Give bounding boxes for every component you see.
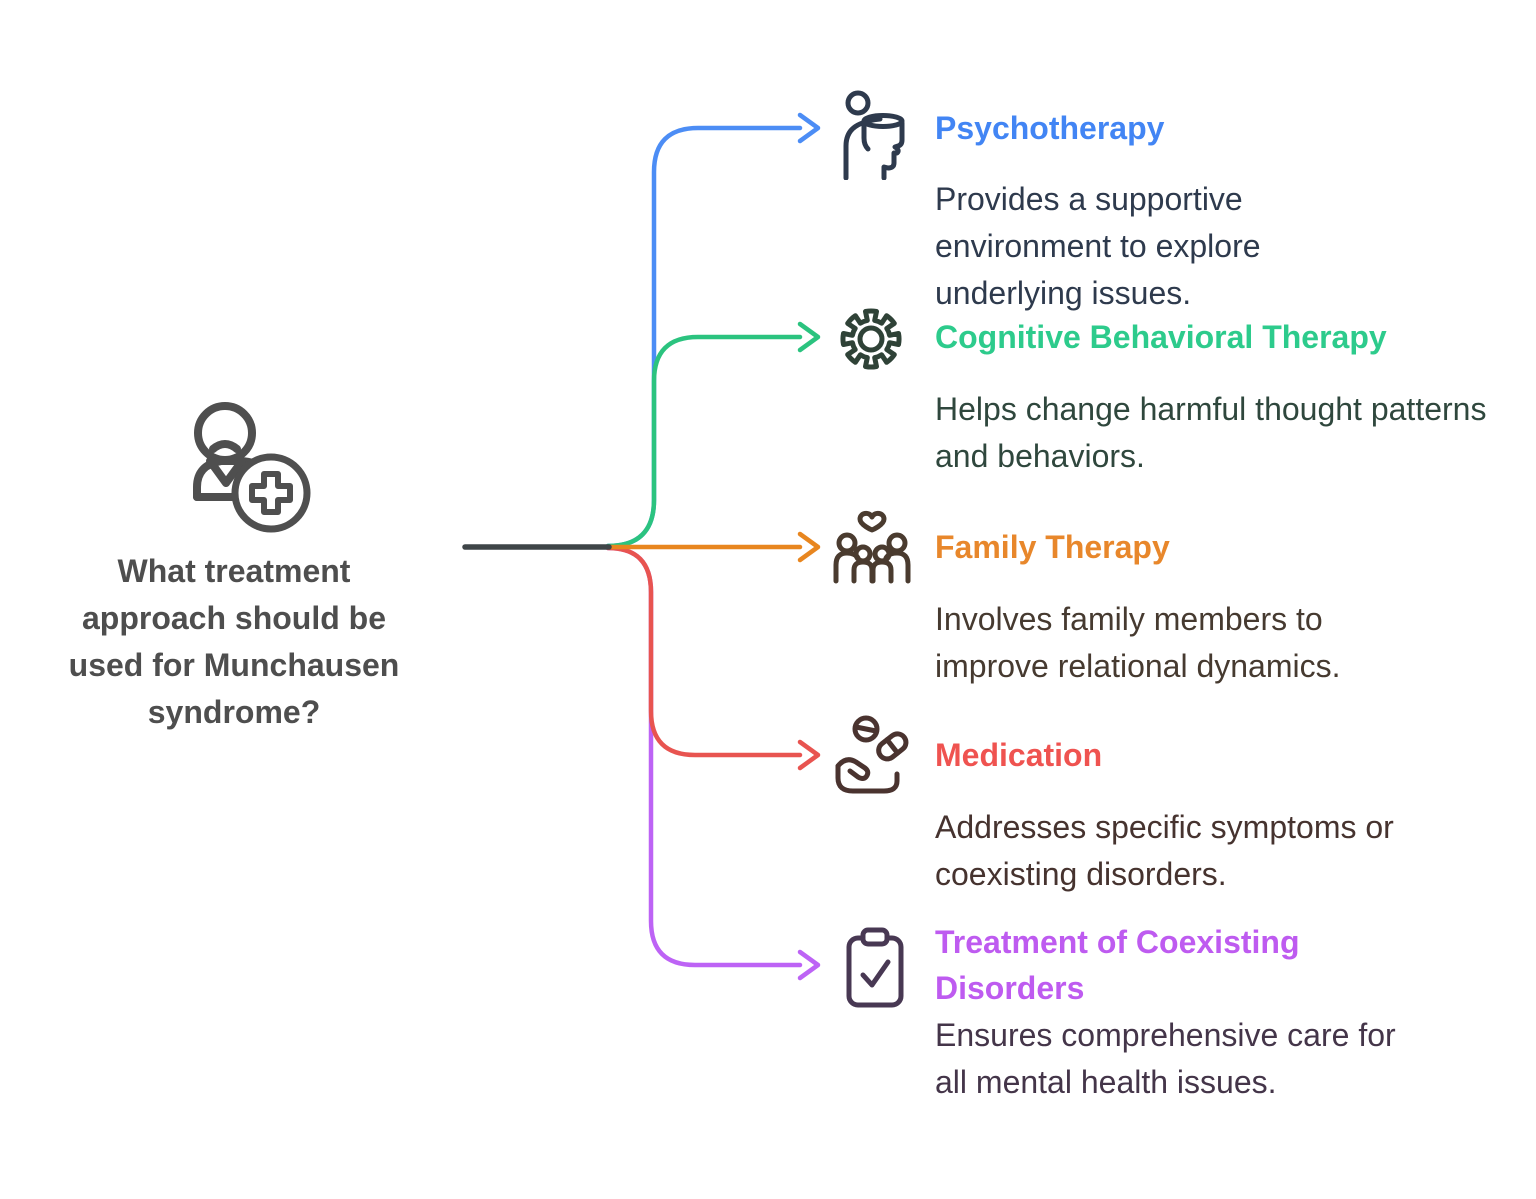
root-question: What treatment approach should be used f… <box>68 553 400 730</box>
family-icon <box>832 506 912 586</box>
branch-line-family-therapy <box>605 531 821 563</box>
branch-line-psychotherapy <box>605 112 821 549</box>
gear-icon <box>836 304 906 374</box>
branch-title-coexisting-disorders: Treatment of Coexisting Disorders <box>935 924 1300 1006</box>
branch-desc-cbt: Helps change harmful thought patterns an… <box>935 391 1487 474</box>
person-open-head-icon <box>838 90 910 180</box>
branch-title-medication: Medication <box>935 737 1103 773</box>
clipboard-check-icon <box>843 926 907 1010</box>
branch-line-cbt <box>605 321 821 549</box>
branch-line-coexisting-disorders <box>605 545 821 981</box>
branch-title-psychotherapy: Psychotherapy <box>935 110 1165 146</box>
branch-desc-medication: Addresses specific symptoms or coexistin… <box>935 809 1394 892</box>
hand-pills-icon <box>832 714 910 796</box>
branch-desc-psychotherapy: Provides a supportive environment to exp… <box>935 181 1261 311</box>
branch-desc-coexisting-disorders: Ensures comprehensive care for all menta… <box>935 1017 1396 1100</box>
branch-title-cbt: Cognitive Behavioral Therapy <box>935 319 1387 355</box>
patient-plus-icon <box>183 393 313 537</box>
branch-line-medication <box>605 545 821 771</box>
branch-desc-family-therapy: Involves family members to improve relat… <box>935 601 1341 684</box>
branch-title-family-therapy: Family Therapy <box>935 529 1170 565</box>
